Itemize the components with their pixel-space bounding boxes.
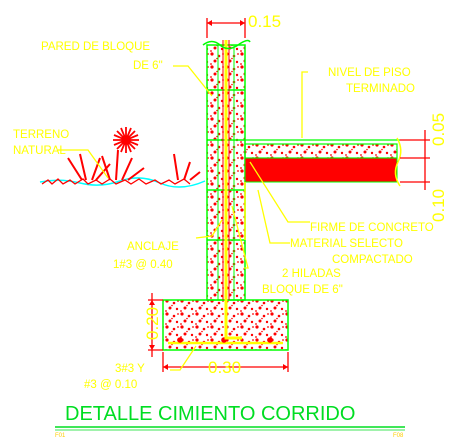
label-anclaje-2: 1#3 @ 0.40 [113,259,173,271]
label-terreno-2: NATURAL [13,145,66,157]
drawing-title: DETALLE CIMIENTO CORRIDO [65,403,355,425]
label-pared-2: DE 6" [133,60,163,72]
label-anclaje-1: ANCLAJE [127,241,179,253]
dimensions: 0.15 0.05 0.10 0.20 0.30 [143,12,448,377]
dim-slab: 0.10 [429,189,448,222]
label-nivel-2: TERMINADO [346,83,415,95]
leader-lines [58,65,310,371]
label-hiladas-1: 2 HILADAS [282,268,341,280]
footer-left: F01 [55,433,66,439]
label-refuerzo-1: 3#3 Y [115,363,145,375]
dim-footing-height: 0.20 [143,307,162,340]
label-material-2: COMPACTADO [332,254,413,266]
notes: PARED DE BLOQUE DE 6" NIVEL DE PISO TERM… [13,41,434,391]
title-block: DETALLE CIMIENTO CORRIDO F01 F08 [55,403,405,439]
grass-icon [101,149,145,181]
label-hiladas-2: BLOQUE DE 6" [262,284,343,296]
plant-icon [113,127,139,153]
label-material-1: MATERIAL SELECTO [290,238,403,250]
label-nivel-1: NIVEL DE PISO [328,67,411,79]
label-firme: FIRME DE CONCRETO [310,222,434,234]
block-wall [202,39,251,340]
footer-right: F08 [393,433,404,439]
dim-footing-width: 0.30 [208,358,241,377]
label-refuerzo-2: #3 @ 0.10 [84,379,137,391]
label-terreno-1: TERRENO [13,129,69,141]
dim-wall-width: 0.15 [248,12,281,31]
dim-floor-finish: 0.05 [429,113,448,146]
label-pared-1: PARED DE BLOQUE [41,41,150,53]
grass-icon [67,153,111,181]
grass-icon [173,153,201,181]
ground [39,127,206,188]
floor-slab [244,137,402,240]
